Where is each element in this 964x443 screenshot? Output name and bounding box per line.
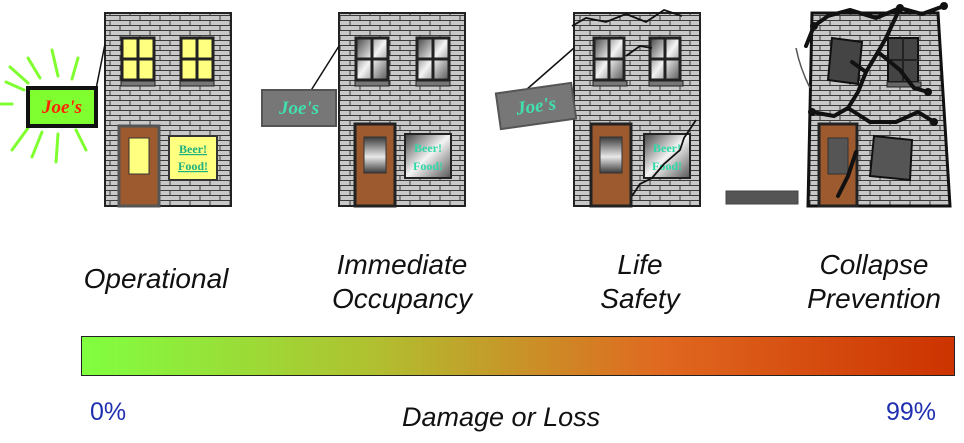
level-label-line1: Collapse — [819, 249, 929, 280]
window-sign: Beer! Food! — [168, 135, 218, 181]
joes-sign-tilted: Joe's — [494, 81, 578, 131]
level-label-line2: Prevention — [807, 283, 941, 314]
upper-window-right — [179, 36, 215, 87]
svg-text:Joe's: Joe's — [41, 97, 82, 118]
scale-max-label: 99% — [886, 398, 937, 426]
joes-sign-dark: Joe's — [261, 89, 337, 127]
level-label-immediate-occupancy: Immediate Occupancy — [300, 248, 504, 316]
svg-text:Beer!: Beer! — [414, 141, 442, 155]
level-label-life-safety: Life Safety — [560, 248, 720, 316]
scale-min-label: 0% — [90, 398, 127, 426]
svg-text:Beer!: Beer! — [179, 142, 207, 156]
upper-window-left — [592, 36, 628, 87]
building-operational: Beer! Food! Joe's — [0, 12, 232, 208]
upper-window-left-broken — [826, 36, 864, 86]
level-label-collapse-prevention: Collapse Prevention — [784, 248, 964, 316]
window-sign: Beer! Food! — [643, 133, 691, 179]
level-label-line1: Operational — [83, 263, 229, 294]
fallen-window-panel — [868, 134, 914, 182]
upper-window-left — [120, 36, 156, 87]
crack-ends — [808, 2, 948, 126]
scale-axis-label: Damage or Loss — [402, 402, 601, 432]
joes-sign-lit: Joe's — [26, 86, 98, 128]
level-label-line2: Occupancy — [331, 283, 473, 314]
window-sign: Beer! Food! — [404, 133, 452, 179]
damage-gradient-bar — [81, 336, 955, 376]
svg-text:Beer!: Beer! — [653, 141, 681, 155]
svg-text:Joe's: Joe's — [278, 98, 319, 119]
building-immediate-occupancy: Beer! Food! Joe's — [261, 12, 466, 208]
building-collapse-prevention — [725, 2, 952, 208]
upper-window-right-broken — [886, 37, 922, 88]
level-label-line1: Immediate — [336, 249, 468, 280]
building-life-safety: Beer! Food! Joe's — [494, 9, 701, 208]
upper-window-left — [354, 36, 390, 87]
svg-text:Food!: Food! — [413, 159, 443, 173]
fallen-sign — [725, 190, 799, 205]
svg-text:Food!: Food! — [178, 159, 208, 173]
front-door — [589, 122, 633, 208]
upper-window-right — [415, 36, 451, 87]
front-door — [353, 122, 397, 208]
level-label-line1: Life — [617, 249, 663, 280]
wall-cracks — [571, 9, 697, 197]
level-label-operational: Operational — [58, 262, 254, 296]
glow-rays — [0, 48, 88, 164]
level-label-line2: Safety — [600, 283, 680, 314]
front-door — [117, 124, 161, 208]
upper-window-right — [648, 36, 684, 87]
